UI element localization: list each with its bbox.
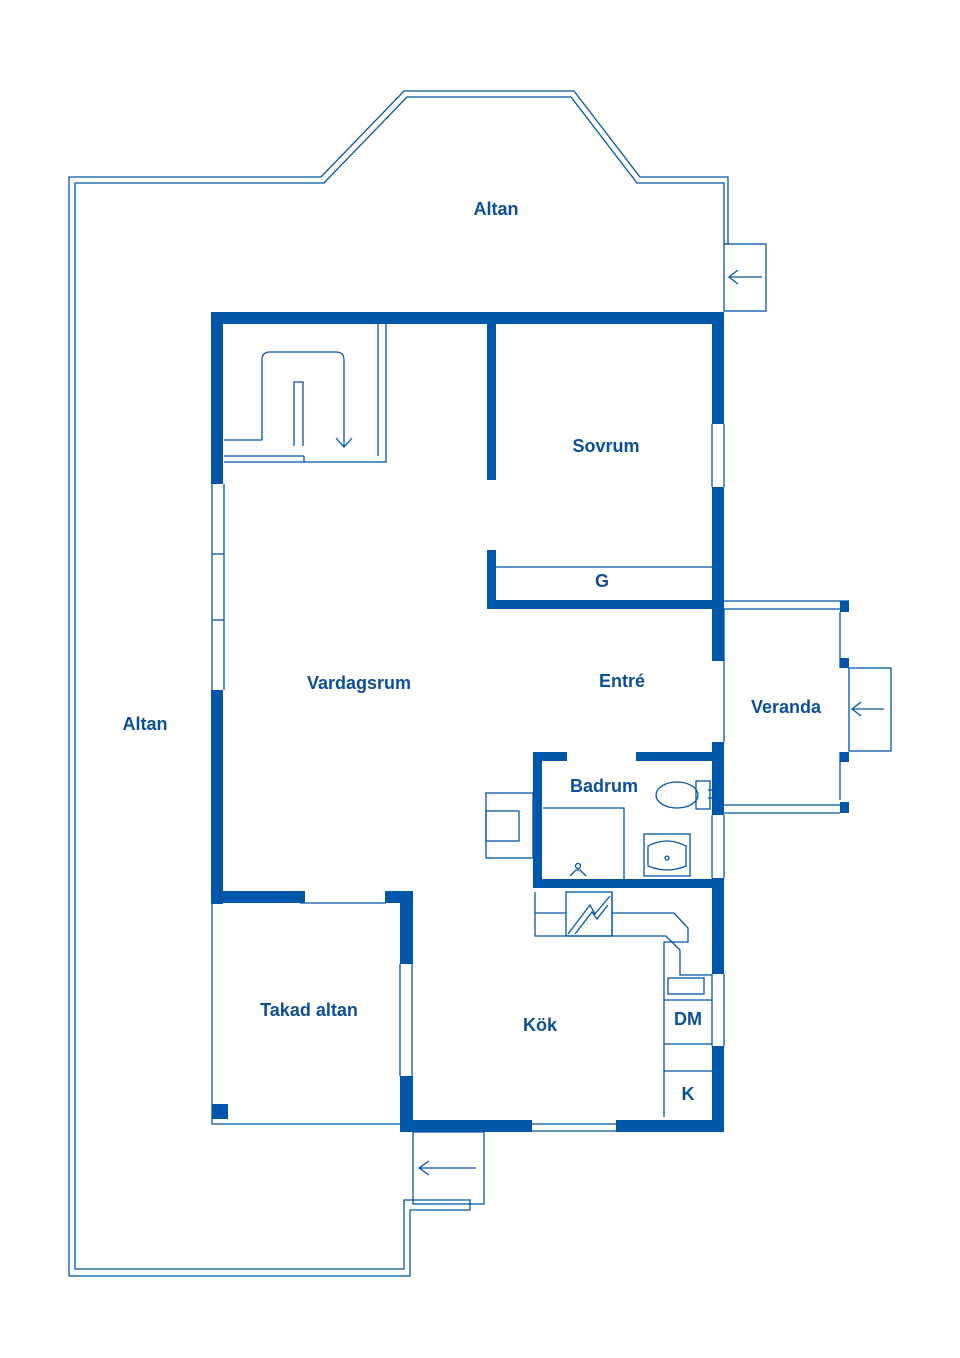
staircase-icon — [224, 324, 387, 463]
altan-deck-outline — [68, 90, 729, 1277]
label-sovrum: Sovrum — [572, 436, 639, 456]
bathroom-fixtures — [543, 780, 714, 880]
label-veranda: Veranda — [751, 697, 822, 717]
label-altan-left: Altan — [123, 714, 168, 734]
entry-arrows — [417, 269, 884, 1176]
terrace-outlines — [68, 90, 892, 1277]
label-altan-top: Altan — [474, 199, 519, 219]
takad-altan-outline — [211, 903, 400, 1125]
north-entry-step — [723, 243, 767, 312]
walls — [211, 312, 849, 1132]
interior-fixtures — [224, 324, 714, 1117]
kitchen-counter — [534, 891, 712, 1117]
label-diskmaskin: DM — [674, 1009, 702, 1029]
toilet-icon — [695, 780, 711, 810]
arrow-left-icon — [417, 1160, 476, 1176]
veranda-entry-step — [848, 667, 892, 752]
label-kyl: K — [682, 1084, 695, 1104]
arrow-left-icon — [850, 701, 884, 717]
windows — [211, 424, 725, 1132]
label-entre: Entré — [599, 671, 645, 691]
washbasin-icon — [643, 833, 691, 877]
label-kok: Kök — [523, 1015, 558, 1035]
label-garderob: G — [595, 571, 609, 591]
label-badrum: Badrum — [570, 776, 638, 796]
fireplace-icon — [485, 792, 534, 859]
label-vardagsrum: Vardagsrum — [307, 673, 411, 693]
label-takad-altan: Takad altan — [260, 1000, 358, 1020]
room-labels: Altan Altan Sovrum G Vardagsrum Entré Ve… — [123, 199, 823, 1104]
arrow-left-icon — [727, 269, 762, 285]
